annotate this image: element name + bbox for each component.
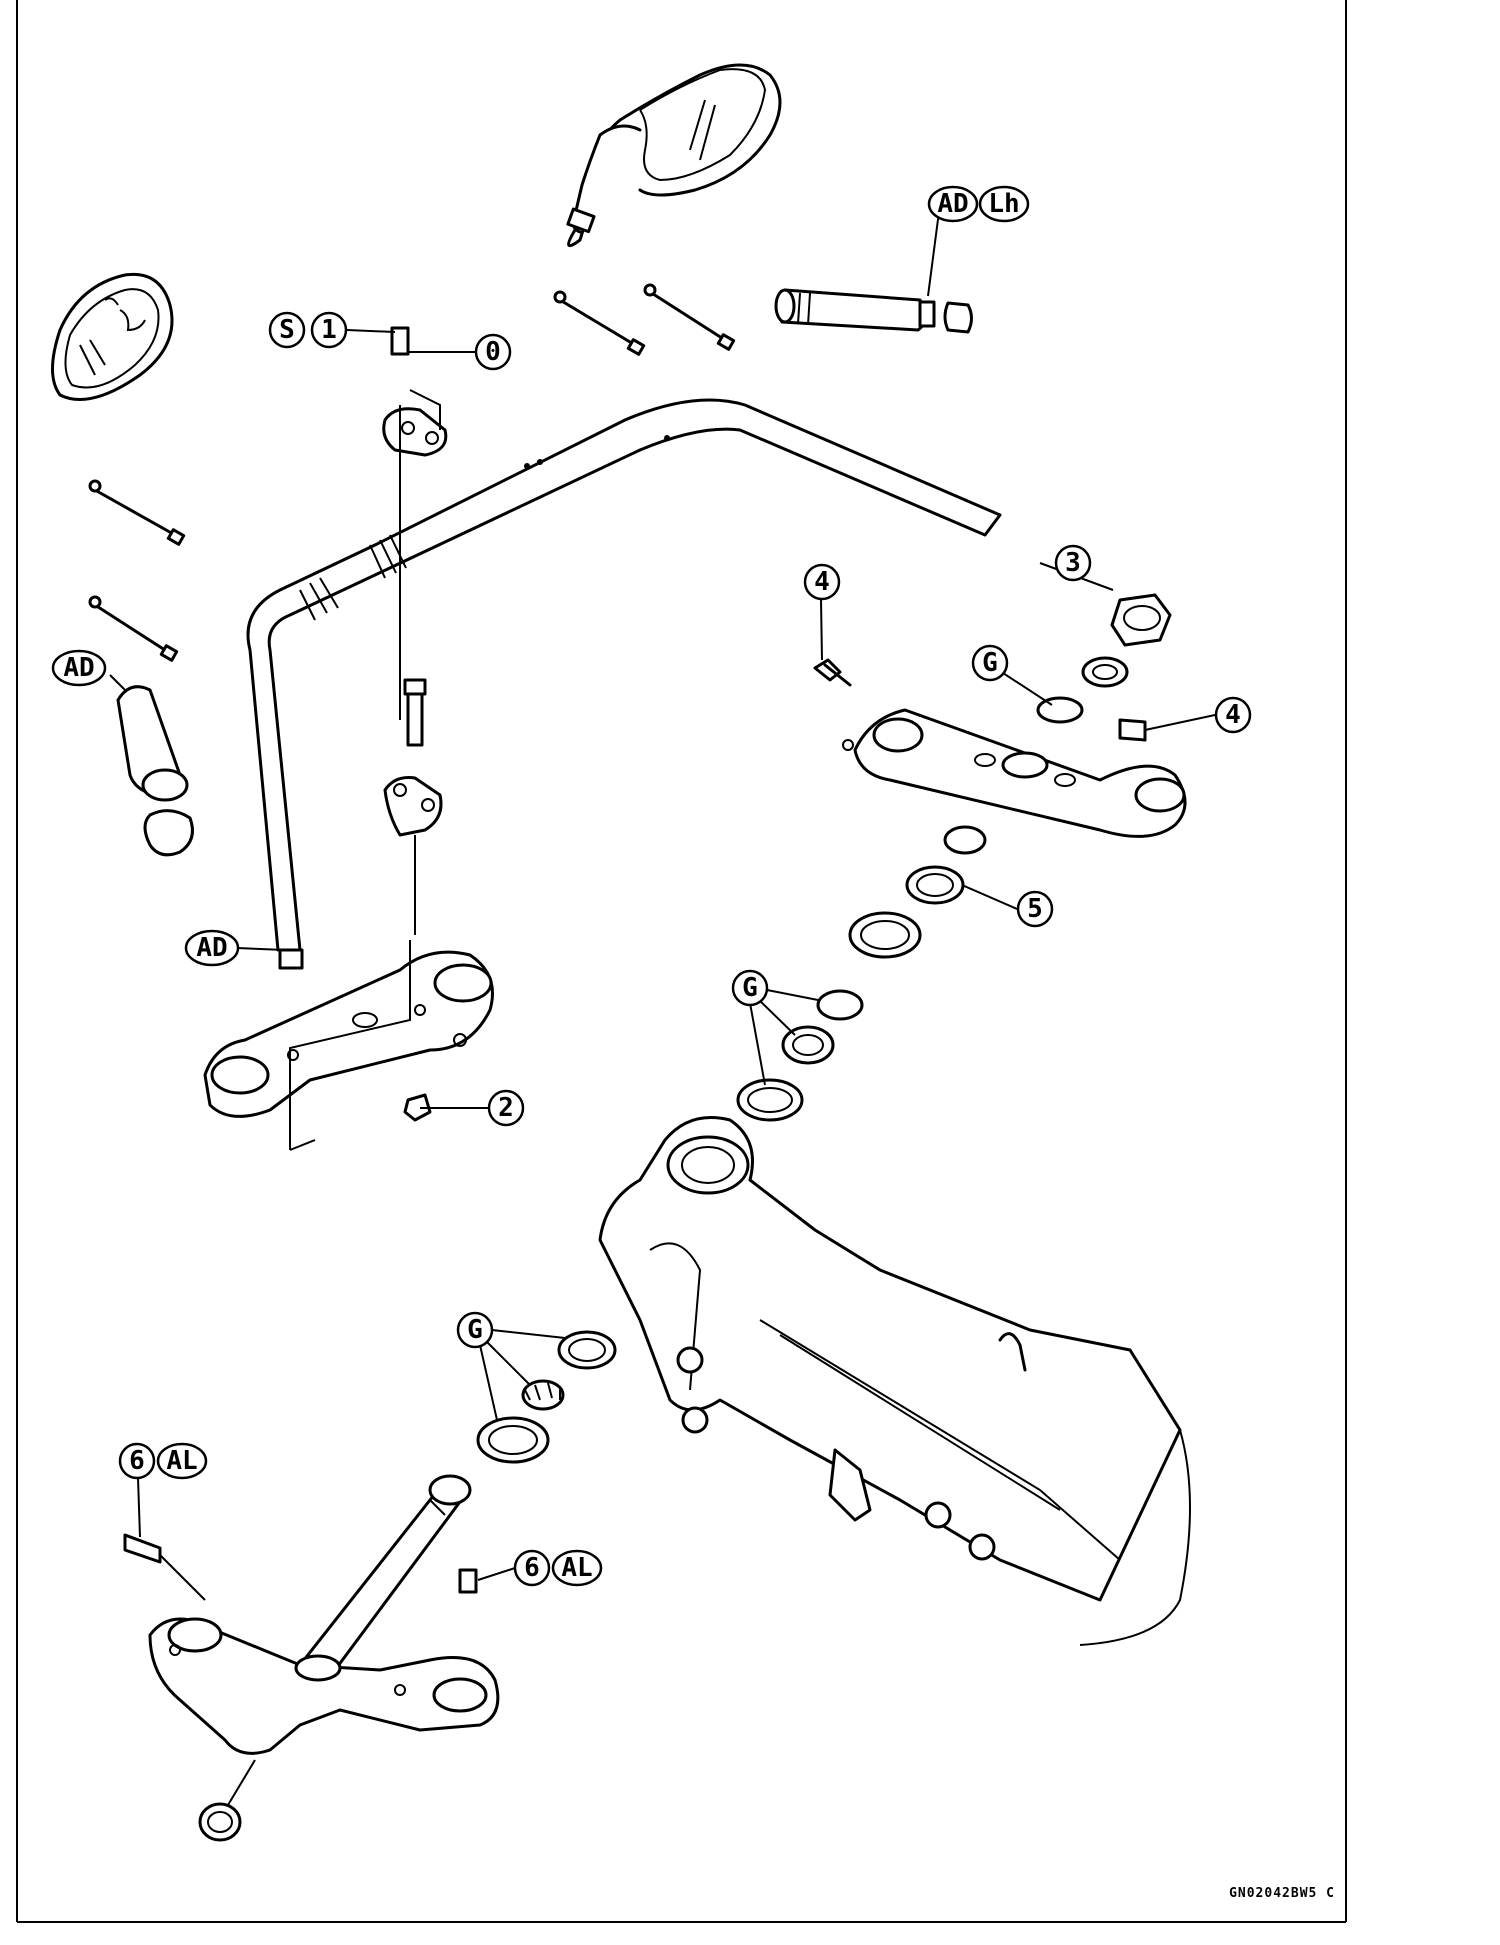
- callout-label-g-top: G: [982, 648, 998, 678]
- left-grip: [116, 685, 194, 857]
- callout-g-top: G: [971, 644, 1009, 682]
- callout-label-3: 3: [1065, 548, 1081, 578]
- callout-6-al-left: 6 AL: [118, 1442, 208, 1480]
- left-mirror: [51, 272, 174, 401]
- mirror-pins-left: [88, 479, 186, 662]
- frame-head-pipe: [598, 1116, 1191, 1646]
- figure-code: GN02042BW5 C: [1229, 1886, 1335, 1901]
- handlebar-clamp: [382, 326, 448, 935]
- steering-bearing-stack: [736, 825, 987, 1122]
- callout-ad-bar: AD: [184, 929, 240, 967]
- left-hand-grip-upper: [774, 288, 973, 334]
- callout-label-ad-left: AD: [63, 653, 94, 683]
- handlebar: [246, 398, 1002, 970]
- lower-bearings: [476, 1330, 617, 1464]
- callout-ad-lh: AD Lh: [927, 185, 1030, 223]
- callout-label-lh: Lh: [988, 189, 1019, 219]
- callout-label-al-right: AL: [561, 1553, 592, 1583]
- callout-ad-left: AD: [51, 649, 107, 687]
- callout-g-mid: G: [731, 969, 769, 1007]
- callout-label-g-mid: G: [742, 973, 758, 1003]
- callout-label-4-top: 4: [814, 567, 830, 597]
- callout-label-ad: AD: [937, 189, 968, 219]
- callout-label-4-right: 4: [1225, 700, 1241, 730]
- callout-g-low: G: [456, 1311, 494, 1349]
- callout-label-s: S: [279, 315, 295, 345]
- callout-label-6-left: 6: [129, 1446, 145, 1476]
- upper-triple-clamp: [203, 940, 494, 1151]
- callout-2: 2: [487, 1089, 525, 1127]
- callout-label-1: 1: [321, 315, 337, 345]
- callout-3: 3: [1054, 544, 1092, 582]
- mirror-pins-upper: [553, 283, 736, 356]
- upper-bracket-right: [813, 593, 1187, 838]
- callout-4-top: 4: [803, 563, 841, 601]
- callout-label-5: 5: [1027, 894, 1043, 924]
- callout-0: 0: [474, 333, 512, 371]
- callout-s-1: S 1: [268, 311, 348, 349]
- callout-label-6-right: 6: [524, 1553, 540, 1583]
- steering-stem-lower-clamp: [123, 1474, 500, 1842]
- callout-5: 5: [1016, 890, 1054, 928]
- callout-4-right: 4: [1214, 696, 1252, 734]
- callout-label-ad-bar: AD: [196, 933, 227, 963]
- callout-6-al-right: 6 AL: [513, 1549, 603, 1587]
- right-mirror: [566, 63, 782, 248]
- callout-label-al-left: AL: [166, 1446, 197, 1476]
- callout-label-2: 2: [498, 1093, 514, 1123]
- callout-leaders: [109, 203, 1216, 1581]
- callout-label-g-low: G: [467, 1315, 483, 1345]
- callout-label-0: 0: [485, 337, 501, 367]
